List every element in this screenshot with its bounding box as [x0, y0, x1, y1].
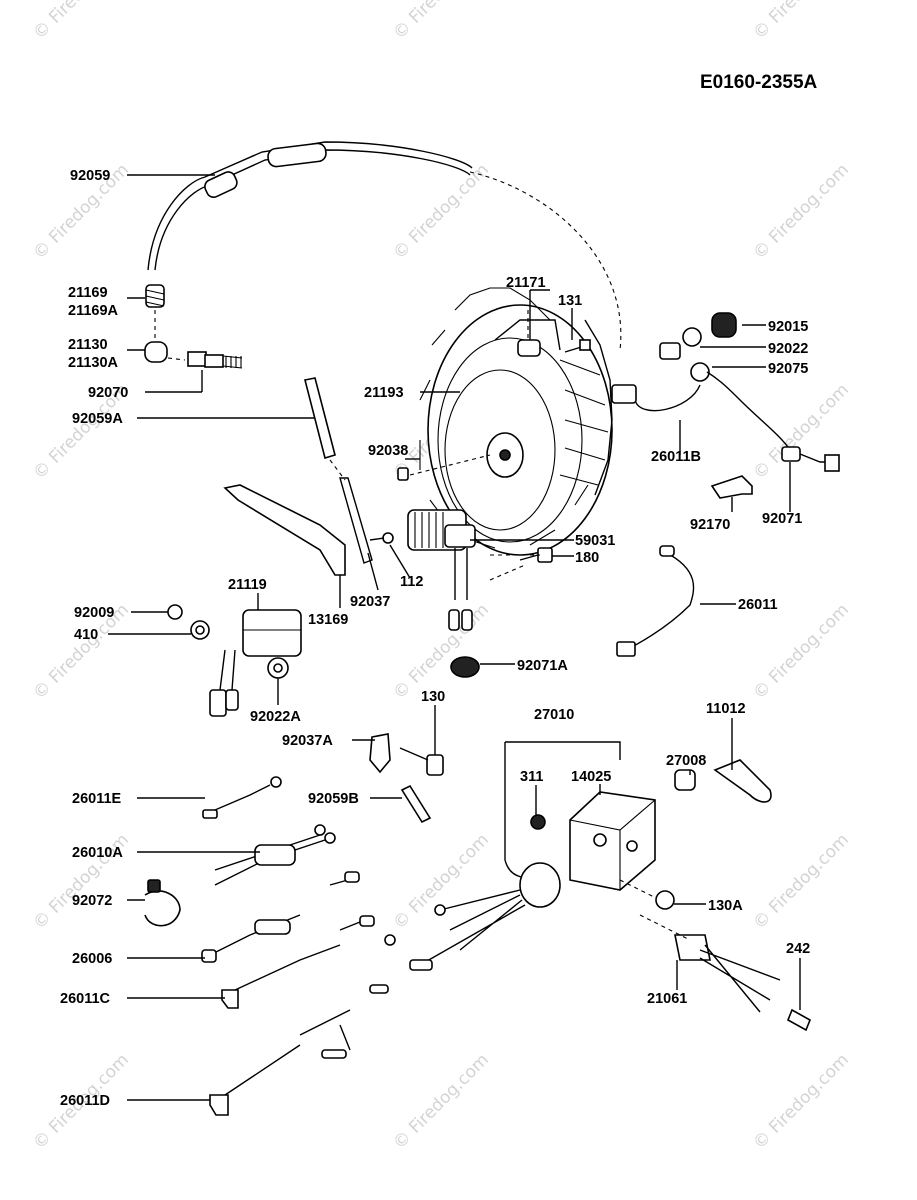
watermark: © Firedog.com — [389, 600, 493, 704]
part-drawings — [144, 141, 840, 1116]
part-label: 92009 — [74, 605, 114, 621]
part-label: 92070 — [88, 385, 128, 401]
part-label: 242 — [786, 941, 810, 957]
watermark: © Firedog.com — [749, 830, 853, 934]
part-label: 26006 — [72, 951, 112, 967]
part-label: 21169A — [68, 303, 119, 319]
part-label: 26010A — [72, 845, 123, 861]
watermark: © Firedog.com — [749, 1050, 853, 1154]
watermark: © Firedog.com — [749, 600, 853, 704]
part-label: 92059A — [72, 411, 123, 427]
part-label: 13169 — [308, 612, 348, 628]
part-label: 92072 — [72, 893, 112, 909]
part-label: 92038 — [368, 443, 408, 459]
part-label: 130 — [421, 689, 445, 705]
part-label: 131 — [558, 293, 582, 309]
part-label: 26011C — [60, 991, 111, 1007]
watermark: © Firedog.com — [749, 160, 853, 264]
part-label: 92071 — [762, 511, 802, 527]
part-label: 26011 — [738, 597, 778, 613]
leader-lines — [108, 174, 801, 1101]
part-label: 92075 — [768, 361, 808, 377]
part-label: 180 — [575, 550, 599, 566]
part-label: 21193 — [364, 385, 404, 401]
part-label: 92015 — [768, 319, 808, 335]
part-label: 92170 — [690, 517, 730, 533]
part-label: 92037A — [282, 733, 333, 749]
part-label: 410 — [74, 627, 98, 643]
part-label: 21130 — [68, 337, 108, 353]
part-label: 21171 — [506, 275, 546, 291]
part-label: 21061 — [647, 991, 687, 1007]
part-label: 11012 — [706, 701, 746, 717]
watermark: © Firedog.com — [389, 0, 493, 44]
part-label: 26011E — [72, 791, 122, 807]
watermark: © Firedog.com — [389, 830, 493, 934]
part-label: 21119 — [228, 577, 267, 593]
part-label: 59031 — [575, 533, 615, 549]
watermark-layer: © Firedog.com © Firedog.com © Firedog.co… — [29, 0, 853, 1154]
part-label: 92022 — [768, 341, 808, 357]
part-label: 112 — [400, 574, 423, 590]
part-label: 92037 — [350, 594, 390, 610]
part-label: 21169 — [68, 285, 108, 301]
part-label: 14025 — [571, 769, 611, 785]
part-label: 92059 — [70, 168, 110, 184]
watermark: © Firedog.com — [29, 0, 133, 44]
watermark: © Firedog.com — [389, 1050, 493, 1154]
part-label: 92071A — [517, 658, 568, 674]
part-label: 92022A — [250, 709, 301, 725]
part-label: 130A — [708, 898, 743, 914]
part-label: 21130A — [68, 355, 119, 371]
watermark: © Firedog.com — [389, 160, 493, 264]
watermark: © Firedog.com — [749, 0, 853, 44]
part-label: 27008 — [666, 753, 706, 769]
part-labels: 92059 21169 21169A 21130 21130A 92070 92… — [60, 168, 810, 1109]
diagram-code: E0160-2355A — [700, 72, 818, 93]
part-label: 311 — [520, 769, 543, 785]
part-label: 26011D — [60, 1093, 110, 1109]
part-label: 92059B — [308, 791, 359, 807]
part-label: 27010 — [534, 707, 574, 723]
part-label: 26011B — [651, 449, 701, 465]
